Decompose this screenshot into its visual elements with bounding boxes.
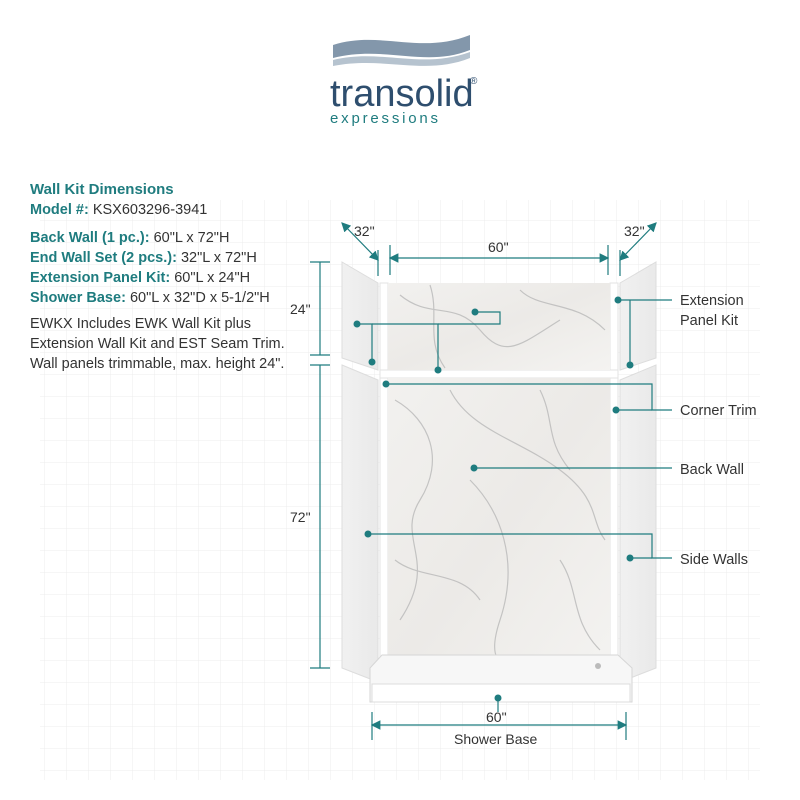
model-line: Model #: KSX603296-3941 <box>30 200 300 220</box>
extension-height-label: 24" <box>290 301 311 317</box>
callout-corner-trim: Corner Trim <box>680 403 757 419</box>
spec-title: Wall Kit Dimensions <box>30 181 174 198</box>
registered-mark: ® <box>470 76 478 87</box>
back-wall-spec-value: 60"L x 72"H <box>153 230 230 246</box>
shower-base <box>369 654 633 703</box>
end-wall-spec-value: 32"L x 72"H <box>180 250 257 266</box>
left-side-wall <box>341 364 379 683</box>
back-extension-panel <box>388 283 610 370</box>
corner-trim-left <box>379 282 389 682</box>
shower-base-label: Shower Base <box>454 731 537 747</box>
brand-name: transolid <box>330 73 474 115</box>
right-depth-dimension-line <box>619 222 657 261</box>
width-label: 60" <box>488 239 509 255</box>
base-spec-label: Shower Base: <box>30 290 126 306</box>
callout-leaders <box>357 299 672 559</box>
left-extension-panel <box>341 261 379 371</box>
callout-side-walls: Side Walls <box>680 552 748 568</box>
drain-icon <box>595 663 601 669</box>
base-width-label: 60" <box>486 709 507 725</box>
wall-height-label: 72" <box>290 509 311 525</box>
extension-spec-label: Extension Panel Kit: <box>30 270 171 286</box>
right-side-wall <box>619 364 657 683</box>
brand-logo: transolid ® expressions <box>330 35 478 127</box>
corner-trim-right <box>609 282 619 682</box>
extension-spec-value: 60"L x 24"H <box>174 270 251 286</box>
logo-wave <box>333 35 470 58</box>
left-depth-dimension-line <box>341 222 379 261</box>
base-spec: Shower Base: 60"L x 32"D x 5-1/2"H <box>30 288 300 308</box>
callout-extension-line2: Panel Kit <box>680 313 738 329</box>
back-wall-spec: Back Wall (1 pc.): 60"L x 72"H <box>30 228 300 248</box>
brand-tagline: expressions <box>330 110 441 127</box>
kit-description: EWKX Includes EWK Wall Kit plus Extensio… <box>30 316 285 372</box>
left-depth-label: 32" <box>354 223 375 239</box>
spec-panel: Wall Kit Dimensions Model #: KSX603296-3… <box>30 180 300 374</box>
callout-back-wall: Back Wall <box>680 462 744 478</box>
end-wall-spec-label: End Wall Set (2 pcs.): <box>30 250 177 266</box>
right-extension-panel <box>619 261 657 371</box>
back-wall-spec-label: Back Wall (1 pc.): <box>30 230 150 246</box>
model-label: Model #: <box>30 202 89 218</box>
end-wall-spec: End Wall Set (2 pcs.): 32"L x 72"H <box>30 248 300 268</box>
callout-extension-line1: Extension <box>680 293 744 309</box>
base-spec-value: 60"L x 32"D x 5-1/2"H <box>129 290 270 306</box>
extension-spec: Extension Panel Kit: 60"L x 24"H <box>30 268 300 288</box>
model-value: KSX603296-3941 <box>92 202 208 218</box>
right-depth-label: 32" <box>624 223 645 239</box>
seam-trim <box>379 369 619 379</box>
callout-dots <box>353 296 634 702</box>
